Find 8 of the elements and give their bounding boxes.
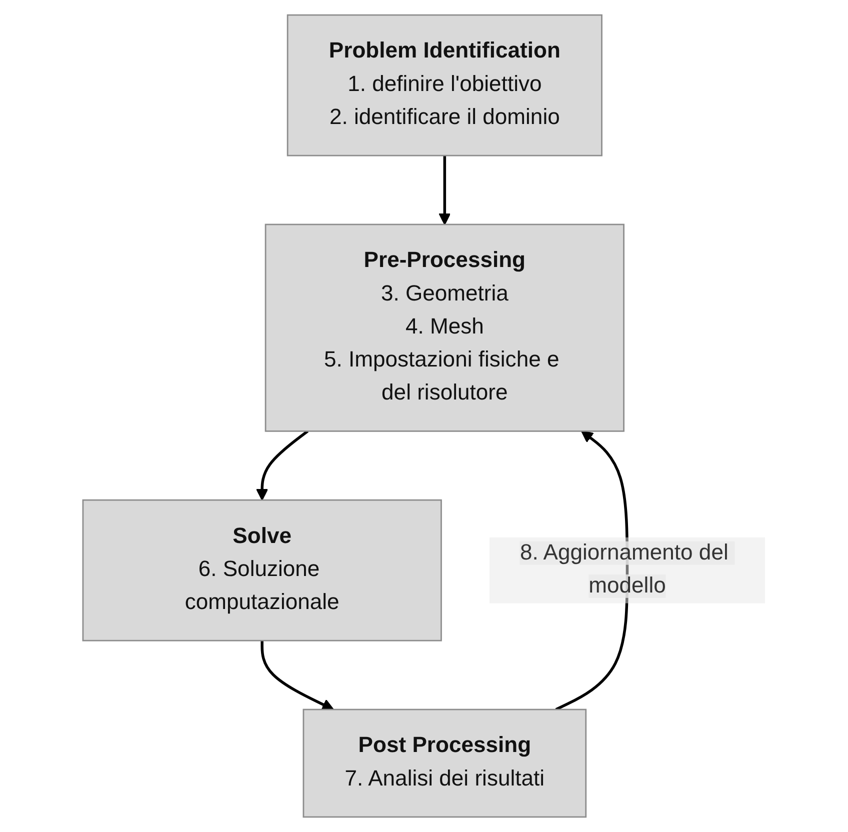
node-box: Problem Identification 1. definire l'obiettivo 2. identificare il dominio: [286, 14, 602, 156]
arrow: [438, 156, 451, 226]
arrow: [256, 430, 309, 501]
node-box: Post Processing 7. Analisi dei risultati: [302, 708, 587, 818]
node-box: Solve 6. Soluzione computazionale: [82, 499, 442, 642]
arrow: [260, 640, 334, 710]
edge-label: 8. Aggiornamento del modello: [520, 541, 728, 598]
node-box: Pre-Processing 3. Geometria 4. Mesh 5. Impostazioni fisiche e del risolutore: [264, 224, 624, 432]
